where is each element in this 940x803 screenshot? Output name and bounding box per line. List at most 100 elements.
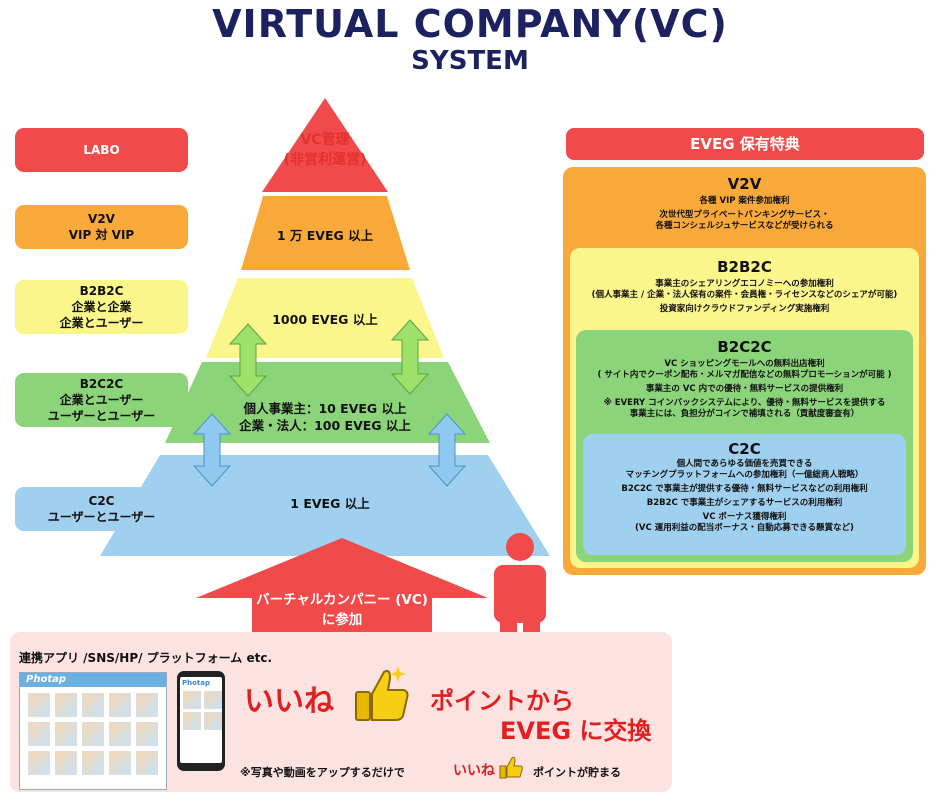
label-b2c2c-line-2: 企業とユーザー	[59, 393, 144, 407]
tier-v2v-label: 1 万 EVEG 以上	[276, 228, 374, 243]
apex-line-2: (非営利運営)	[283, 152, 367, 168]
photo-thumbnail	[28, 751, 50, 775]
photo-thumbnail	[109, 751, 131, 775]
label-c2c: C2C ユーザーとユーザー	[15, 487, 188, 531]
benefits-b2c2c-line: 事業主の VC 内での優待・無料サービスの提供権利	[645, 384, 844, 394]
points-line-2: EVEG に交換	[500, 717, 652, 745]
join-label: バーチャルカンパニー (VC) に参加	[212, 590, 472, 630]
label-v2v: V2V VIP 対 VIP	[15, 205, 188, 249]
photo-thumbnail	[136, 722, 158, 746]
photo-thumbnail	[28, 722, 50, 746]
phone-app-logo: Photap	[182, 679, 211, 687]
photo-thumbnail	[55, 751, 77, 775]
pyramid-apex-label: VC管理 (非営利運営)	[260, 130, 390, 170]
benefits-b2c2c-title: B2C2C	[717, 338, 772, 356]
photo-thumbnail	[136, 751, 158, 775]
points-line-1: ポイントから	[430, 687, 574, 715]
benefits-c2c-line: B2C2C で事業主が提供する優待・無料サービスなどの利用権利	[621, 484, 868, 494]
label-v2v-line-2: VIP 対 VIP	[68, 228, 135, 242]
arrow-b2b2c-left	[228, 323, 268, 397]
label-b2b2c-line-2: 企業と企業	[71, 300, 132, 314]
benefits-b2b2c-title: B2B2C	[717, 258, 772, 276]
photo-grid	[20, 687, 166, 781]
label-b2b2c: B2B2C 企業と企業 企業とユーザー	[15, 280, 188, 334]
photap-web-screenshot: Photap	[19, 672, 167, 790]
tier-b2b2c-label: 1000 EVEG 以上	[272, 312, 378, 327]
photo-thumbnail	[183, 712, 201, 730]
note-prefix: ※写真や動画をアップするだけで	[240, 766, 405, 779]
benefits-v2v-title: V2V	[727, 175, 762, 193]
benefits-b2c2c-text: VC ショッピングモールへの無料出店権利 ( サイト内でクーポン配布・メルマガ配…	[576, 359, 913, 420]
benefits-c2c-box: C2C 個人間であらゆる価値を売買できる マッチングプラットフォームへの参加権利…	[583, 434, 906, 555]
benefits-c2c-text: 個人間であらゆる価値を売買できる マッチングプラットフォームへの参加権利（一億総…	[583, 459, 906, 534]
benefits-b2c2c-line: ※ EVERY コインバックシステムにより、優待・無料サービスを提供する	[603, 398, 886, 408]
photo-thumbnail	[28, 693, 50, 717]
photo-thumbnail	[55, 693, 77, 717]
benefits-c2c-line: (VC 運用利益の配当ボーナス・自動応募できる懸賞など)	[635, 523, 854, 533]
pyramid-apex	[262, 98, 388, 192]
label-b2c2c-line-1: B2C2C	[79, 377, 124, 391]
arrow-b2c2c-right	[427, 413, 467, 487]
benefits-b2c2c-line: VC ショッピングモールへの無料出店権利	[664, 359, 825, 369]
benefits-b2b2c-text: 事業主のシェアリングエコノミーへの参加権利 (個人事業主 / 企業・法人保有の案…	[570, 279, 919, 315]
benefits-v2v-line: 各種 VIP 案件参加権利	[699, 196, 790, 206]
benefits-b2c2c-line: ( サイト内でクーポン配布・メルマガ配信などの無料プロモーションが可能 )	[597, 370, 892, 380]
label-b2b2c-line-3: 企業とユーザー	[59, 316, 144, 330]
benefits-v2v-line: 各種コンシェルジュサービスなどが受けられる	[655, 221, 834, 231]
phone-photo-grid	[180, 689, 222, 732]
label-b2c2c-line-3: ユーザーとユーザー	[47, 409, 156, 423]
benefits-c2c-title: C2C	[728, 440, 761, 458]
benefits-b2b2c-line: 事業主のシェアリングエコノミーへの参加権利	[655, 279, 834, 289]
arrow-b2b2c-right	[390, 319, 430, 395]
pyramid-tier-b2b2c	[206, 278, 444, 358]
pyramid-tier-v2v	[241, 196, 410, 270]
benefits-v2v-line: 次世代型プライベートバンキングサービス・	[659, 210, 830, 220]
label-labo-text: LABO	[83, 143, 120, 157]
join-line-1: バーチャルカンパニー (VC)	[256, 592, 428, 608]
photo-thumbnail	[136, 693, 158, 717]
thumbs-up-icon-small	[499, 756, 523, 779]
tier-b2c2c-line-2: 企業・法人：100 EVEG 以上	[239, 418, 411, 433]
benefits-b2b2c-line: 投資家向けクラウドファンディング実施権利	[659, 304, 830, 314]
photap-logo: Photap	[20, 673, 166, 687]
tier-c2c-label: 1 EVEG 以上	[290, 496, 370, 511]
benefits-b2b2c-line: (個人事業主 / 企業・法人保有の案件・会員権・ライセンスなどのシェアが可能)	[591, 290, 898, 300]
platforms-label: 連携アプリ /SNS/HP/ プラットフォーム etc.	[19, 651, 273, 665]
tier-b2c2c-label: 個人事業主：10 EVEG 以上 企業・法人：100 EVEG 以上	[200, 400, 450, 434]
photo-thumbnail	[204, 691, 222, 709]
benefits-c2c-line: B2B2C で事業主がシェアするサービスの利用権利	[646, 498, 843, 508]
label-b2b2c-line-1: B2B2C	[79, 284, 124, 298]
benefits-c2c-line: マッチングプラットフォームへの参加権利（一億総商人戦略）	[625, 470, 864, 480]
benefits-v2v-text: 各種 VIP 案件参加権利 次世代型プライベートバンキングサービス・ 各種コンシ…	[563, 196, 926, 232]
label-labo: LABO	[15, 128, 188, 172]
photo-thumbnail	[109, 693, 131, 717]
photo-thumbnail	[82, 722, 104, 746]
page-title: VIRTUAL COMPANY(VC)	[212, 2, 728, 46]
tier-b2c2c-line-1: 個人事業主：10 EVEG 以上	[243, 401, 407, 416]
phone-screen: Photap	[180, 677, 222, 763]
iine-text: いいね	[244, 684, 334, 719]
label-v2v-line-1: V2V	[88, 212, 115, 226]
label-b2c2c: B2C2C 企業とユーザー ユーザーとユーザー	[15, 373, 188, 427]
arrow-b2c2c-left	[192, 413, 232, 487]
photo-thumbnail	[183, 691, 201, 709]
photo-thumbnail	[55, 722, 77, 746]
benefits-c2c-line: 個人間であらゆる価値を売買できる	[676, 459, 813, 469]
benefits-header: EVEG 保有特典	[566, 128, 924, 160]
page-subtitle: SYSTEM	[411, 46, 529, 76]
phone-mockup: Photap	[177, 671, 225, 771]
photo-thumbnail	[204, 712, 222, 730]
photo-thumbnail	[82, 751, 104, 775]
photo-thumbnail	[82, 693, 104, 717]
benefits-c2c-line: VC ボーナス獲得権利	[702, 512, 787, 522]
note-iine: いいね	[453, 763, 495, 779]
photo-thumbnail	[109, 722, 131, 746]
thumbs-up-icon	[355, 666, 409, 721]
join-line-2: に参加	[321, 612, 363, 628]
benefits-b2c2c-line: 事業主には、負担分がコインで補填される（貢献度審査有）	[629, 409, 860, 419]
join-arrow-shape	[196, 538, 488, 636]
label-c2c-line-2: ユーザーとユーザー	[47, 510, 156, 524]
note-suffix: ポイントが貯まる	[533, 766, 621, 779]
label-c2c-line-1: C2C	[88, 494, 115, 508]
